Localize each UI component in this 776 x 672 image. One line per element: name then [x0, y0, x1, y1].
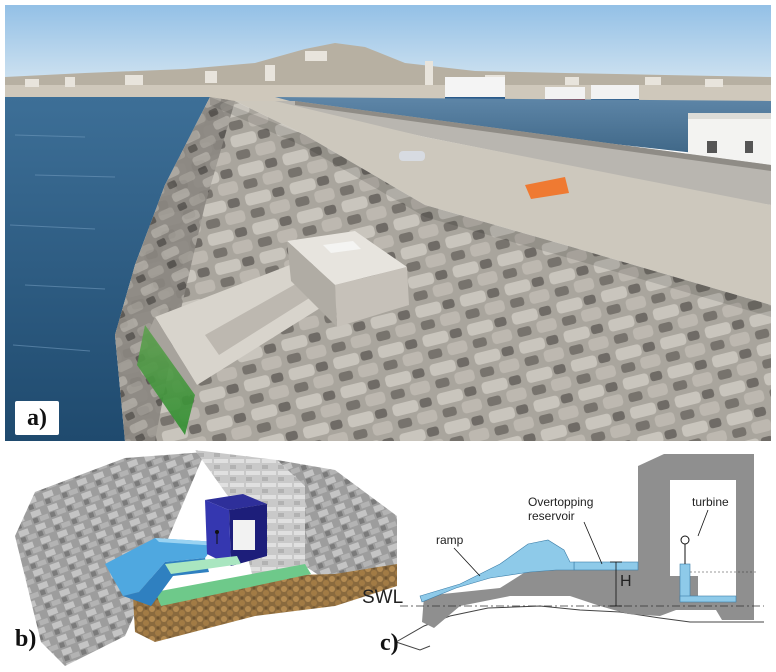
- model-foundation: [155, 564, 311, 606]
- open-sea: [5, 97, 210, 441]
- label-reservoir: reservoir: [528, 509, 575, 523]
- panel-label-c: c): [380, 630, 399, 656]
- turbine-icon: [680, 535, 756, 573]
- label-overtopping: Overtopping: [528, 495, 594, 509]
- breakwater-road: [235, 101, 771, 305]
- obrec-prototype: [137, 231, 409, 435]
- model-rock-core: [133, 564, 397, 642]
- label-height: H: [620, 573, 632, 590]
- sea-wall: [265, 101, 771, 205]
- reservoir-water: [573, 561, 639, 571]
- panel-label-a: a): [15, 401, 59, 435]
- parked-car: [399, 151, 425, 161]
- photo-breakwater-image: [5, 5, 771, 441]
- ramp-water: [419, 539, 575, 603]
- cross-section-panel: Overtopping reservoir turbine ramp SWL H…: [360, 446, 771, 668]
- model-armour-slope: [15, 452, 205, 666]
- armour-blocks: [115, 97, 771, 441]
- model-crown-wall: [205, 494, 267, 566]
- orange-barrier: [525, 177, 569, 199]
- overtopping-leader: [583, 521, 603, 565]
- photo-breakwater-panel: a): [5, 5, 771, 441]
- model-3d-image: [15, 450, 397, 666]
- height-dimension: [610, 561, 622, 607]
- label-turbine: turbine: [692, 495, 729, 509]
- ramp-leader: [453, 547, 481, 577]
- label-swl: SWL: [362, 587, 404, 608]
- harbour-water: [275, 97, 771, 155]
- model-ramp: [105, 538, 217, 596]
- turbine-leader: [697, 509, 709, 537]
- label-ramp: ramp: [436, 533, 464, 547]
- model-3d-panel: b): [5, 446, 403, 668]
- cross-section-diagram: [395, 454, 764, 651]
- turbine-shaft-water: [679, 563, 691, 601]
- panel-label-b: b): [15, 626, 37, 652]
